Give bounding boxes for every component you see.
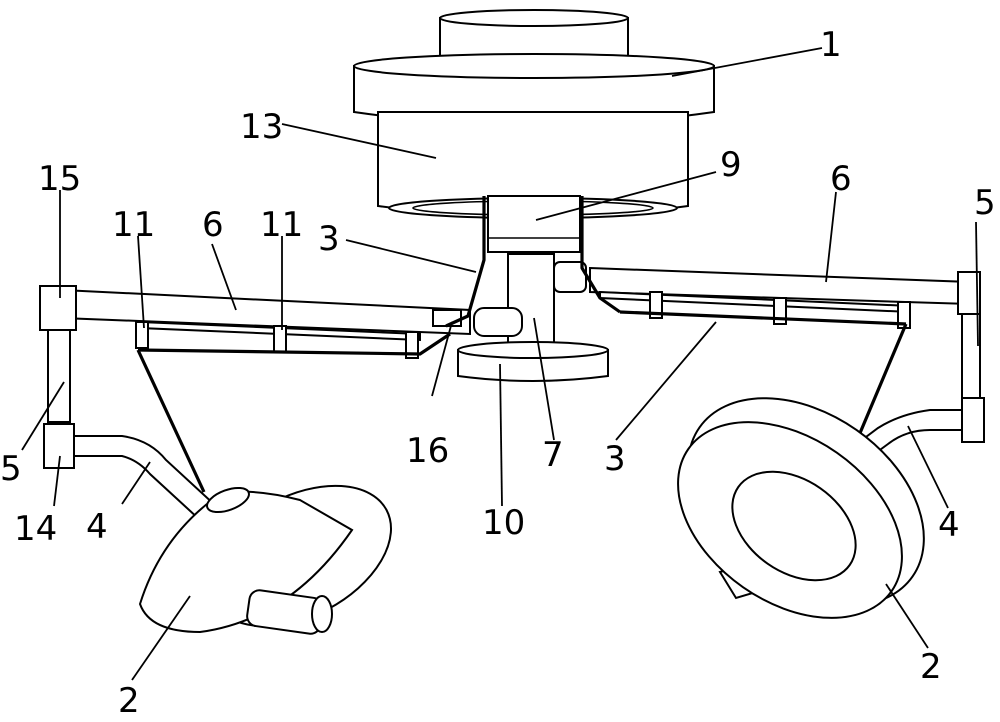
clips-right (649, 291, 911, 329)
lower-disc (457, 341, 609, 382)
label-lamp-head-left: 2 (118, 681, 140, 721)
label-clip-a: 11 (112, 205, 155, 245)
label-lower-joint: 14 (14, 509, 57, 549)
label-ceiling-mount: 1 (820, 25, 842, 65)
label-cable-right: 3 (604, 439, 626, 479)
label-housing: 13 (240, 107, 283, 147)
label-cable-center: 3 (318, 219, 340, 259)
label-beam-right: 6 (830, 159, 852, 199)
label-shaft: 9 (720, 145, 742, 185)
leader-lines (21, 47, 979, 681)
label-beam-left: 6 (202, 205, 224, 245)
lamp-head-left (138, 484, 392, 635)
box (432, 309, 462, 327)
label-lamp-head-right: 2 (920, 647, 942, 687)
cables (136, 196, 908, 493)
label-arm-right: 4 (938, 505, 960, 545)
shaft (487, 195, 581, 253)
reference-numerals: 1 13 9 3 6 5 15 11 6 11 16 7 3 10 5 14 4… (0, 25, 996, 721)
label-box: 16 (406, 431, 449, 471)
label-post-right: 5 (974, 183, 996, 223)
ceiling-mount (353, 9, 715, 126)
label-post-left: 5 (0, 449, 22, 489)
clips-left (135, 321, 419, 359)
post-left (39, 285, 77, 469)
label-upper-joint: 15 (38, 159, 81, 199)
label-clip-b: 11 (260, 205, 303, 245)
label-arm-left: 4 (86, 507, 108, 547)
hub (473, 253, 587, 355)
lamp-head-right (677, 397, 925, 619)
label-hub: 7 (542, 435, 564, 475)
label-lower-disc: 10 (482, 503, 525, 543)
post-right (957, 271, 985, 443)
